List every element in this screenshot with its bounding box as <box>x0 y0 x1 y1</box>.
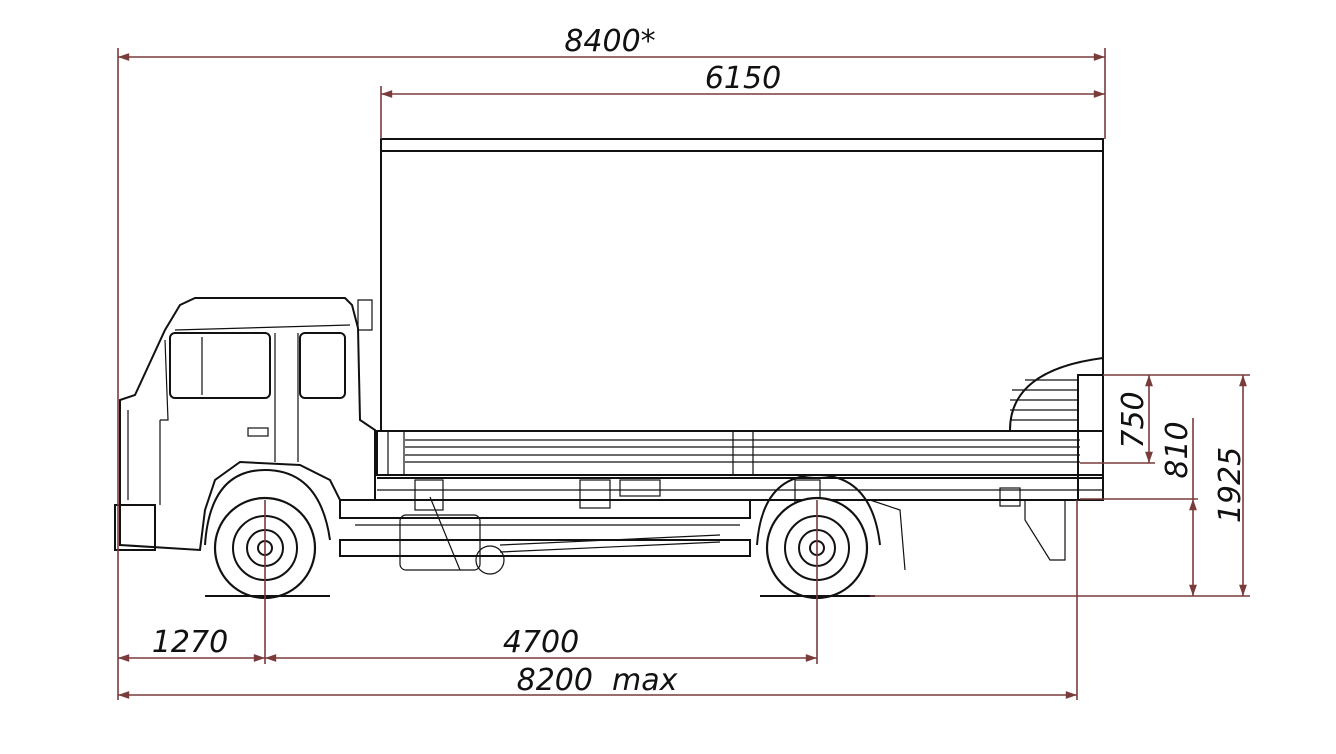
floor-height-label: 810 <box>1160 421 1195 478</box>
side-boards <box>376 430 1104 491</box>
box-body <box>380 138 1104 501</box>
max-length-label: 8200 max <box>517 663 678 698</box>
wheelbase-label: 4700 <box>503 625 579 660</box>
front-overhang-label: 1270 <box>152 625 228 660</box>
body-length-label: 6150 <box>705 61 781 96</box>
overall-length-label: 8400* <box>564 24 655 59</box>
dimension-lines <box>117 48 1250 700</box>
truck-outline <box>114 138 1104 600</box>
side-board-height-label: 750 <box>1116 391 1151 448</box>
rear-wheel <box>756 473 881 600</box>
chassis-frame <box>339 479 1103 575</box>
top-height-label: 1925 <box>1213 447 1248 523</box>
cab <box>114 297 376 552</box>
